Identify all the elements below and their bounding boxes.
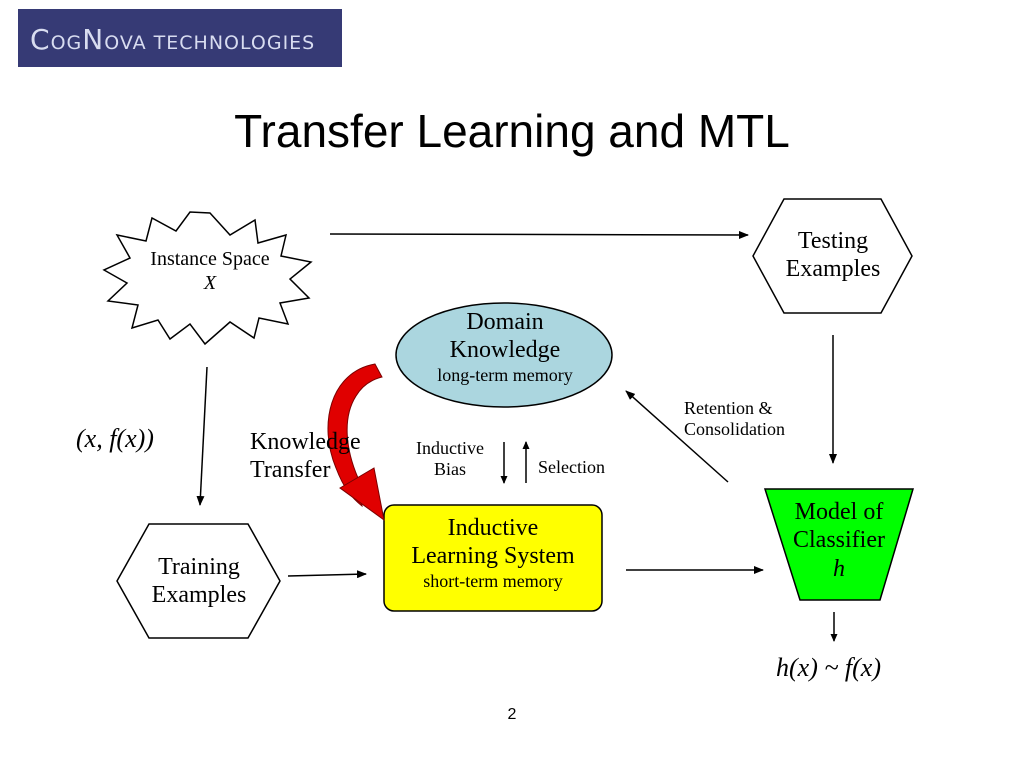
training-examples-label: Training Examples	[151, 554, 247, 609]
hypothesis-approximation-label: h(x) ~ f(x)	[776, 653, 882, 682]
page-number: 2	[507, 706, 517, 723]
knowledge-transfer-label: Knowledge Transfer	[250, 429, 361, 484]
domain-knowledge-ellipse	[395, 302, 613, 408]
training-examples-hexagon	[116, 523, 281, 639]
instance-space-label: Instance Space X	[150, 248, 270, 294]
selection-label: Selection	[538, 457, 605, 477]
knowledge-transfer-arrowhead	[339, 467, 385, 522]
logo-text: COGNOVA TECHNOLOGIES	[30, 23, 316, 56]
model-of-classifier-label: Model of Classifier h	[793, 499, 885, 582]
model-of-classifier-trapezoid	[763, 488, 915, 601]
arrow-instance-to-testing	[329, 230, 749, 239]
arrow-retention-to-domain	[625, 390, 729, 483]
domain-knowledge-label: Domain Knowledge long-term memory	[437, 309, 573, 385]
instance-space-starburst	[102, 211, 313, 346]
retention-consolidation-label: Retention & Consolidation	[684, 398, 786, 440]
slide-title: Transfer Learning and MTL	[234, 105, 790, 157]
knowledge-transfer-arrow	[327, 363, 383, 508]
training-pair-label: (x, f(x))	[76, 424, 154, 453]
inductive-bias-label: Inductive Bias	[416, 438, 484, 480]
testing-examples-hexagon	[752, 198, 913, 314]
testing-examples-label: Testing Examples	[785, 228, 881, 283]
arrow-training-to-inductive	[287, 570, 367, 579]
company-logo: COGNOVA TECHNOLOGIES	[18, 9, 342, 67]
arrow-instance-to-training	[196, 366, 208, 506]
inductive-learning-system-box	[383, 504, 603, 612]
inductive-learning-system-label: Inductive Learning System short-term mem…	[411, 515, 575, 591]
